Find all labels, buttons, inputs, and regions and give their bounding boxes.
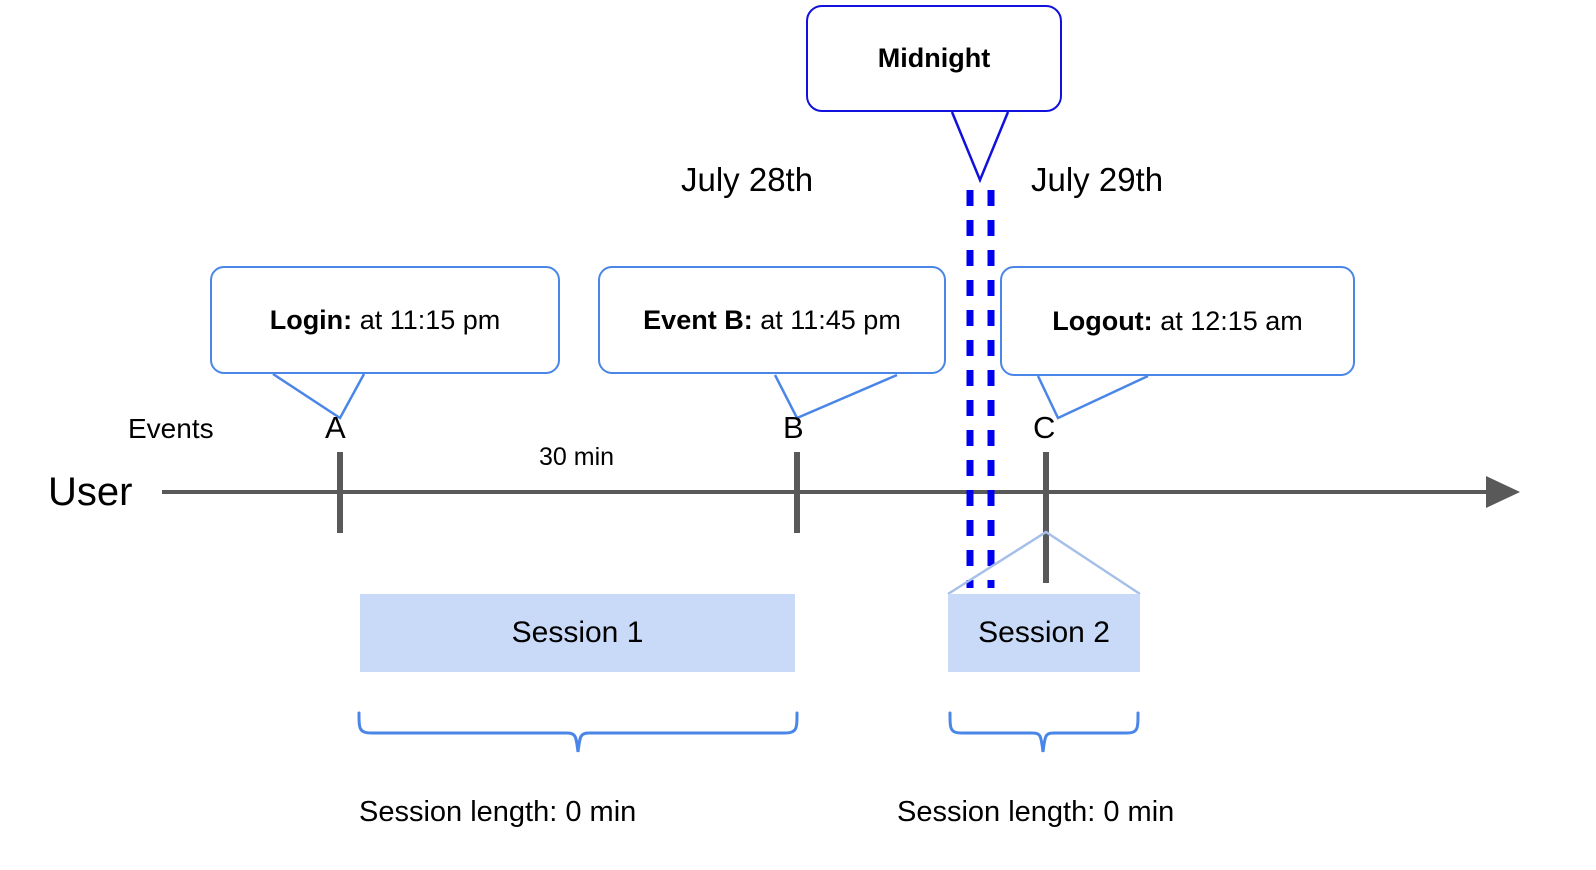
- session-bar-2-label: Session 2: [978, 616, 1110, 649]
- midnight-callout-tail: [950, 111, 1010, 184]
- login-callout-tail: [272, 372, 366, 420]
- user-lane-label: User: [48, 470, 133, 514]
- session-2-length-label: Session length: 0 min: [897, 796, 1175, 828]
- event-callout-logout-detail: at 12:15 am: [1160, 305, 1303, 336]
- axis-arrow-icon: [1486, 476, 1520, 508]
- date-label-july-29: July 29th: [1031, 161, 1164, 198]
- event-callout-event-b-lead: Event B:: [643, 304, 753, 335]
- session-bar-2[interactable]: Session 2: [948, 594, 1140, 672]
- event-callout-login-detail: at 11:15 pm: [359, 304, 501, 335]
- event-callout-login[interactable]: Login: at 11:15 pm: [210, 266, 560, 374]
- event-ticks: [337, 452, 1049, 583]
- date-label-july-28: July 28th: [681, 161, 814, 198]
- event-callout-logout-lead: Logout:: [1052, 305, 1153, 336]
- event-callout-logout[interactable]: Logout: at 12:15 am: [1000, 266, 1355, 376]
- events-row-label: Events: [128, 413, 214, 444]
- timeline-axis: [162, 476, 1520, 508]
- session-bar-1[interactable]: Session 1: [360, 594, 795, 672]
- session-bar-1-label: Session 1: [511, 616, 644, 649]
- session2-connector: [947, 530, 1141, 596]
- eventb-callout-tail: [773, 373, 898, 420]
- event-point-label-b: B: [783, 410, 804, 445]
- midnight-dashed-lines: [966, 190, 995, 588]
- logout-callout-tail: [1036, 374, 1149, 420]
- midnight-callout[interactable]: Midnight: [806, 5, 1062, 112]
- event-callout-event-b-detail: at 11:45 pm: [760, 304, 901, 335]
- event-callout-event-b[interactable]: Event B: at 11:45 pm: [598, 266, 946, 374]
- event-point-label-c: C: [1033, 410, 1056, 445]
- session2-brace: [948, 711, 1140, 753]
- gap-duration-label: 30 min: [539, 443, 615, 471]
- event-point-label-a: A: [325, 410, 346, 445]
- session-1-length-label: Session length: 0 min: [359, 796, 637, 828]
- session1-brace: [357, 711, 799, 753]
- midnight-callout-label: Midnight: [877, 43, 991, 73]
- event-callout-login-lead: Login:: [269, 304, 353, 335]
